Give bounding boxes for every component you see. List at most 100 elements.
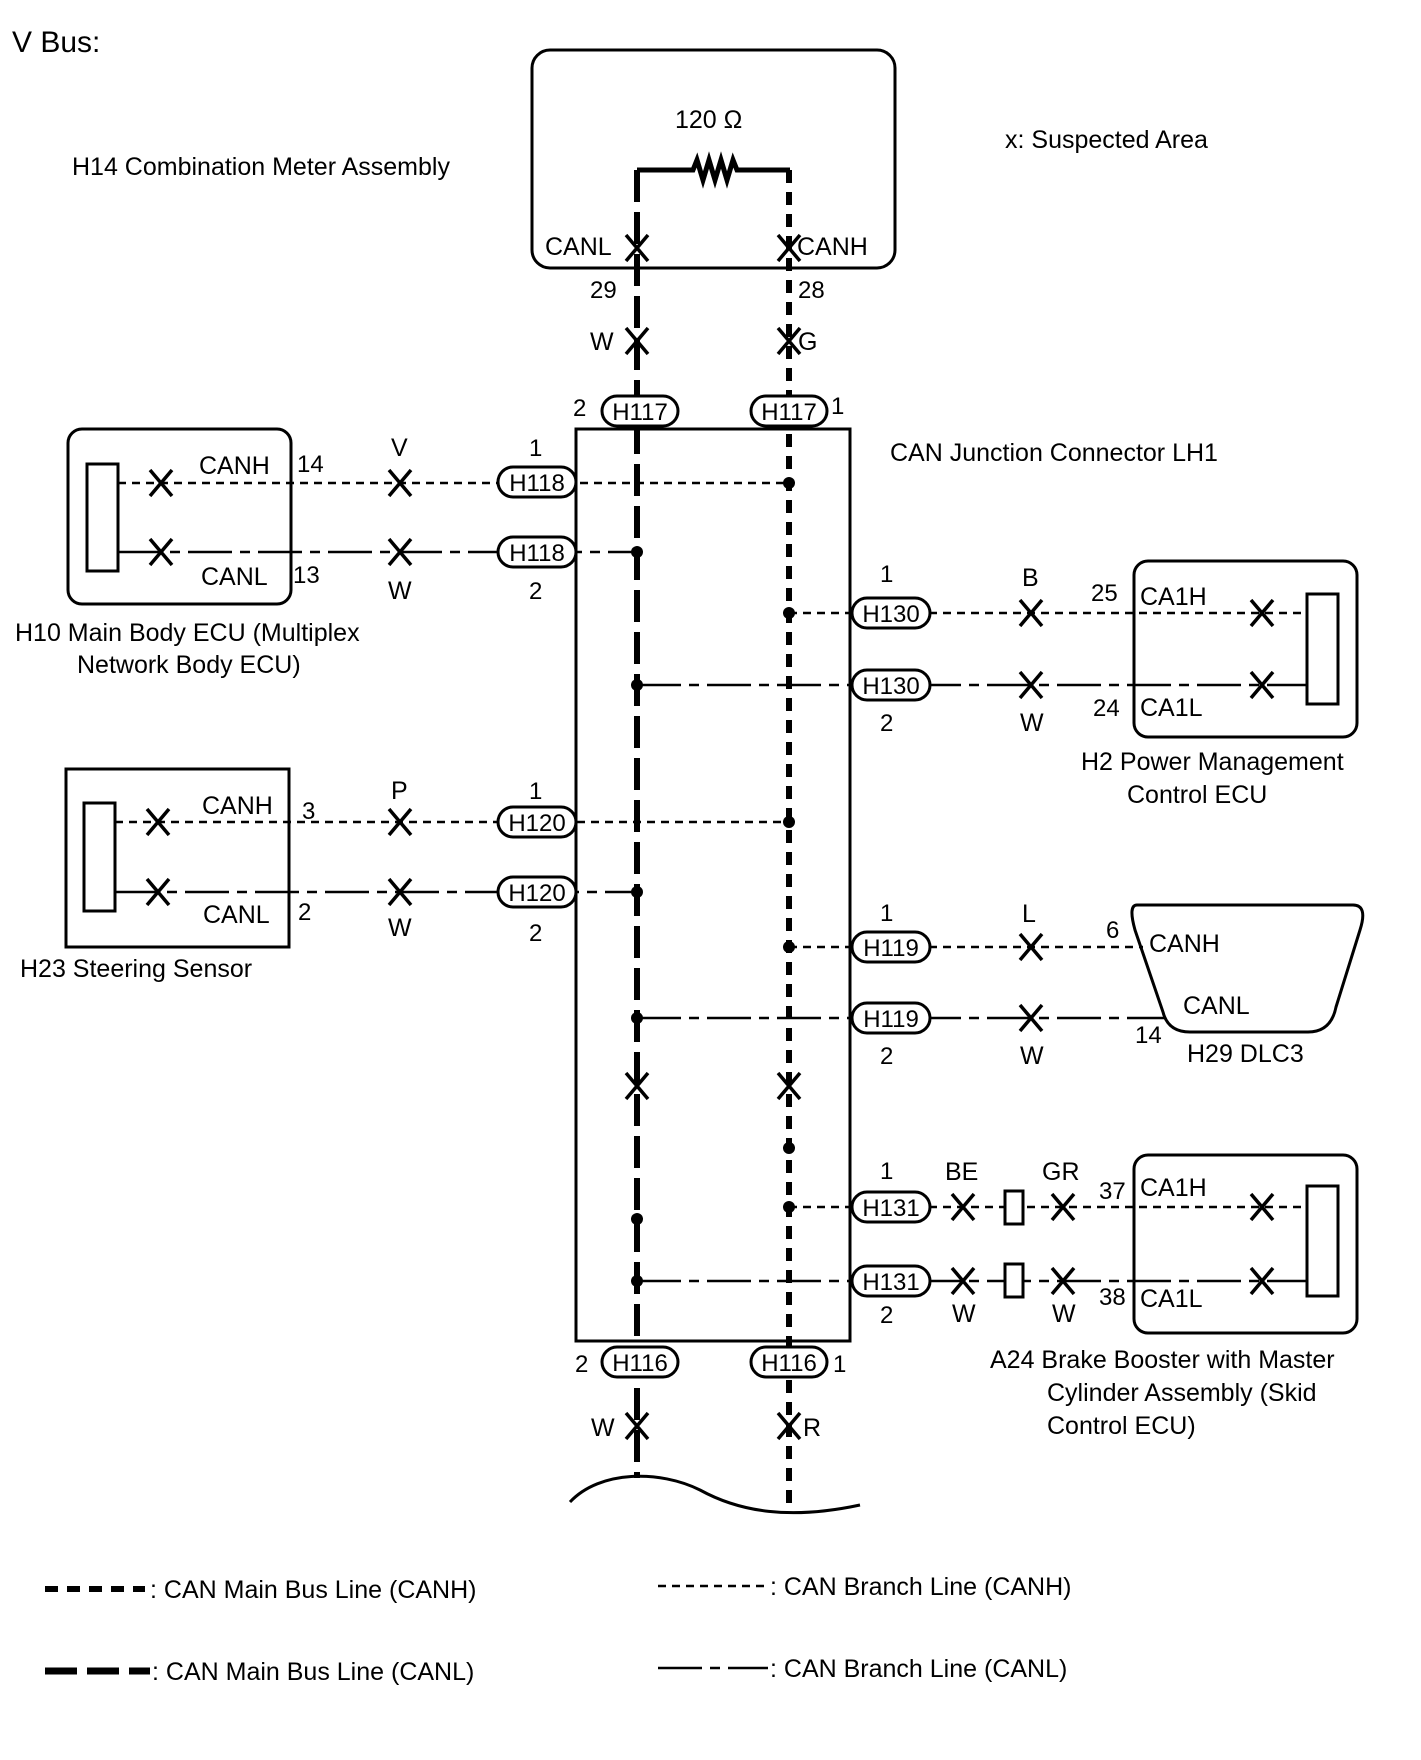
h116-wire-l: W: [591, 1414, 615, 1442]
h2-ecu-block: [1305, 592, 1340, 706]
svg-text:H130: H130: [862, 673, 919, 700]
connector-h131-canh: H131: [850, 1190, 932, 1224]
h23-pin-l: 2: [298, 899, 311, 926]
h10-pin-l: 13: [293, 562, 320, 589]
connector-h116-canl: H116: [600, 1345, 680, 1379]
meter-canl-label: CANL: [545, 233, 612, 261]
bus-continuation-break: [568, 1474, 861, 1515]
a24-wire-l2: W: [1052, 1300, 1076, 1328]
a24-box: [1132, 1153, 1359, 1335]
meter-wire-l: W: [590, 328, 614, 356]
h29-name: H29 DLC3: [1187, 1040, 1304, 1068]
h2-name-line2: Control ECU: [1127, 781, 1267, 809]
a24-name-line3: Control ECU): [1047, 1412, 1196, 1440]
h23-canl-label: CANL: [203, 901, 270, 929]
h130-pin-h: 1: [880, 561, 893, 588]
h118-pin-l: 2: [529, 578, 542, 605]
connector-h119-canl: H119: [850, 1001, 932, 1035]
a24-name-line1: A24 Brake Booster with Master: [990, 1346, 1335, 1374]
h2-wire-h: B: [1022, 564, 1039, 592]
svg-text:H116: H116: [761, 1350, 817, 1377]
svg-text:H117: H117: [761, 399, 817, 426]
h10-canl-label: CANL: [201, 563, 268, 591]
h23-wire-h: P: [391, 777, 408, 805]
a24-canl-splice: [1003, 1262, 1025, 1299]
h117-pin-l: 2: [573, 395, 586, 422]
h119-pin-l: 2: [880, 1043, 893, 1070]
h23-name: H23 Steering Sensor: [20, 955, 252, 983]
a24-canl-label: CA1L: [1140, 1285, 1203, 1313]
diagram-title: V Bus:: [12, 26, 100, 59]
connector-h130-canh: H130: [850, 596, 932, 630]
a24-wire-l1: W: [952, 1300, 976, 1328]
connector-h120-canh: H120: [496, 805, 578, 839]
connector-h120-canl: H120: [496, 875, 578, 909]
legend-main-canh: : CAN Main Bus Line (CANH): [150, 1576, 476, 1604]
connector-h130-canl: H130: [850, 668, 932, 702]
h29-canl-label: CANL: [1183, 992, 1250, 1020]
connector-h118-canh: H118: [496, 465, 578, 499]
svg-text:H118: H118: [509, 540, 565, 567]
suspected-area-marks: [145, 233, 1275, 1441]
svg-text:H119: H119: [863, 935, 919, 962]
h120-pin-h: 1: [529, 778, 542, 805]
meter-pin-h: 28: [798, 277, 825, 304]
h23-sensor-block: [82, 801, 117, 913]
h130-pin-l: 2: [880, 710, 893, 737]
connector-h131-canl: H131: [850, 1264, 932, 1298]
connector-h119-canh: H119: [850, 930, 932, 964]
junction-connector-name: CAN Junction Connector LH1: [890, 439, 1218, 467]
h120-pin-l: 2: [529, 920, 542, 947]
h10-ecu-block: [85, 462, 120, 573]
a24-canh-splice: [1003, 1189, 1025, 1226]
a24-ecu-block: [1305, 1184, 1340, 1298]
svg-text:H131: H131: [862, 1269, 919, 1296]
a24-wire-h1: BE: [945, 1158, 978, 1186]
svg-text:H118: H118: [509, 470, 565, 497]
h116-wire-h: R: [803, 1414, 821, 1442]
h10-wire-l: W: [388, 577, 412, 605]
h2-box: [1132, 559, 1359, 739]
h131-pin-h: 1: [880, 1158, 893, 1185]
h119-pin-h: 1: [880, 900, 893, 927]
svg-text:H116: H116: [612, 1350, 668, 1377]
meter-pin-l: 29: [590, 277, 617, 304]
resistor-value: 120 Ω: [675, 106, 742, 134]
legend-branch-canh: : CAN Branch Line (CANH): [770, 1573, 1071, 1601]
h10-name-line1: H10 Main Body ECU (Multiplex: [15, 619, 360, 647]
h2-canl-label: CA1L: [1140, 694, 1203, 722]
h10-pin-h: 14: [297, 451, 324, 478]
h10-canh-label: CANH: [199, 452, 270, 480]
h29-pin-h: 6: [1106, 917, 1119, 944]
h23-box: [64, 767, 291, 949]
h23-wire-l: W: [388, 914, 412, 942]
h117-pin-h: 1: [831, 393, 844, 420]
h2-pin-l: 24: [1093, 695, 1120, 722]
h2-canh-label: CA1H: [1140, 583, 1207, 611]
h131-pin-l: 2: [880, 1302, 893, 1329]
svg-text:H117: H117: [612, 399, 668, 426]
h2-pin-h: 25: [1091, 580, 1118, 607]
svg-text:H131: H131: [862, 1195, 919, 1222]
meter-canh-label: CANH: [797, 233, 868, 261]
suspected-area-note: x: Suspected Area: [1005, 126, 1208, 154]
svg-text:H130: H130: [862, 601, 919, 628]
a24-canh-label: CA1H: [1140, 1174, 1207, 1202]
h2-wire-l: W: [1020, 709, 1044, 737]
connector-h116-canh: H116: [749, 1345, 829, 1379]
svg-text:H119: H119: [863, 1006, 919, 1033]
a24-name-line2: Cylinder Assembly (Skid: [1047, 1379, 1317, 1407]
meter-box: [530, 48, 897, 270]
h116-pin-l: 2: [575, 1351, 588, 1378]
legend-main-canl: : CAN Main Bus Line (CANL): [152, 1658, 474, 1686]
h116-pin-h: 1: [833, 1351, 846, 1378]
junction-connector-box: [574, 427, 852, 1343]
svg-text:H120: H120: [508, 880, 565, 907]
a24-pin-h: 37: [1099, 1178, 1126, 1205]
h10-name-line2: Network Body ECU): [77, 651, 301, 679]
h29-dlc3-connector-shape: [1130, 903, 1365, 1034]
h23-canh-label: CANH: [202, 792, 273, 820]
h118-pin-h: 1: [529, 435, 542, 462]
connector-h118-canl: H118: [496, 535, 578, 569]
